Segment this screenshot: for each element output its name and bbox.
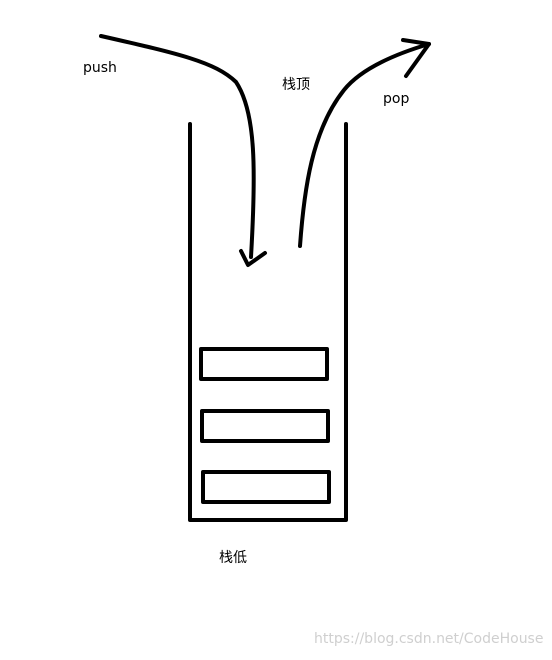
- pop-label: pop: [383, 91, 410, 107]
- stack-item: [199, 347, 329, 381]
- push-arrow: [99, 34, 256, 259]
- pop-arrowhead: [401, 38, 431, 78]
- watermark: https://blog.csdn.net/CodeHouse: [314, 631, 544, 647]
- stack-item: [200, 409, 330, 443]
- stack-item: [201, 470, 331, 504]
- push-arrowhead: [239, 249, 267, 267]
- push-label: push: [83, 60, 117, 76]
- stack-top-label: 栈顶: [282, 77, 310, 93]
- stack-container: [188, 122, 348, 522]
- stack-bottom-label: 栈低: [219, 550, 247, 566]
- pop-arrow: [298, 42, 431, 248]
